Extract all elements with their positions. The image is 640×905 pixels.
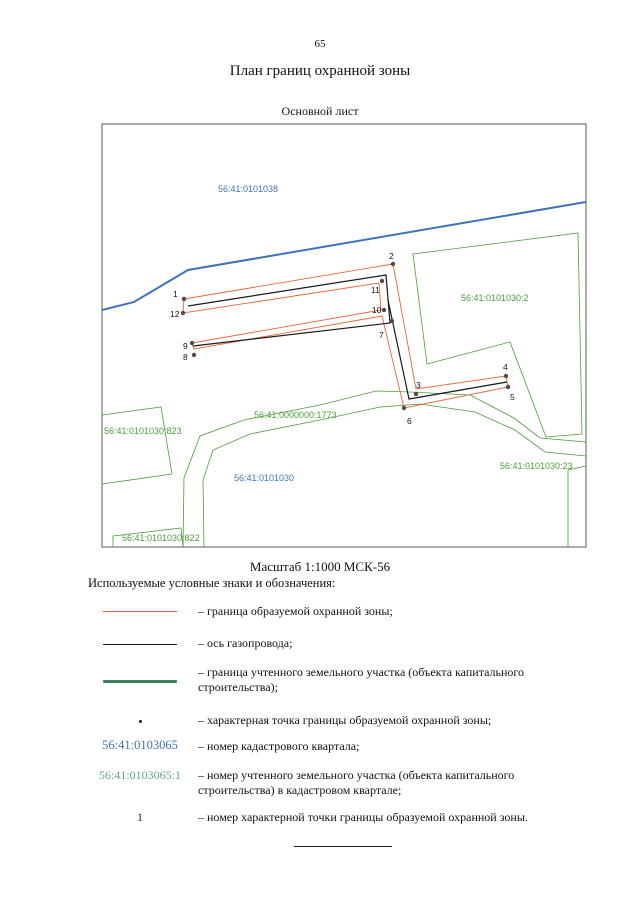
legend-symbol-green-line — [95, 680, 185, 683]
page-subtitle: Основной лист — [281, 104, 359, 118]
zone-boundary — [182, 263, 509, 409]
point-number: 9 — [183, 341, 188, 351]
legend-text: – номер кадастрового квартала; — [198, 739, 360, 753]
point-number: 11 — [371, 285, 380, 295]
point-number: 2 — [389, 251, 394, 261]
pipeline-axis — [187, 274, 391, 347]
legend-text: – ось газопровода; — [198, 636, 293, 650]
legend-text: – характерная точка границы образуемой о… — [198, 713, 492, 727]
quarter-label: 56:41:0101030 — [234, 473, 294, 483]
point-number: 1 — [173, 289, 178, 299]
footer-divider — [294, 846, 392, 847]
point-number: 4 — [503, 362, 508, 372]
characteristic-points — [180, 261, 511, 411]
quarter-label: 56:41:0101038 — [218, 184, 278, 194]
parcel-boundary-1773-inner — [202, 403, 586, 547]
legend-symbol-red-line — [95, 611, 185, 612]
legend-title: Используемые условные знаки и обозначени… — [88, 576, 336, 590]
point-number: 7 — [379, 330, 384, 340]
point-number: 10 — [372, 305, 382, 315]
parcel-boundary-822 — [112, 527, 184, 547]
parcel-label: 56:41:0000000:1773 — [254, 410, 337, 420]
legend-symbol-parcel-number: 56:41:0103065:1 — [98, 768, 181, 782]
page-title: План границ охранной зоны — [229, 63, 411, 79]
legend-text: – граница учтенного земельного участка (… — [198, 665, 525, 694]
legend-text: – номер характерной точки границы образу… — [198, 810, 528, 824]
pipeline-axis-branch — [387, 299, 508, 400]
parcel-boundary-2 — [412, 232, 583, 438]
parcel-boundary-23 — [567, 465, 586, 547]
point-number: 3 — [416, 380, 421, 390]
map-frame — [101, 123, 587, 548]
legend-symbol-dot — [95, 720, 185, 723]
point-number: 5 — [510, 392, 515, 402]
parcel-label: 56:41:0101030:23 — [500, 461, 573, 471]
page-number: 65 — [314, 38, 326, 50]
parcel-boundary-1773-outer — [182, 390, 586, 547]
legend-symbol-quarter-number: 56:41:0103065 — [102, 738, 178, 752]
parcel-label: 56:41:0101030:823 — [104, 426, 182, 436]
legend-symbol-point-number: 1 — [137, 810, 143, 824]
parcel-boundary-823 — [102, 406, 173, 485]
point-number: 6 — [407, 416, 412, 426]
legend-text: – граница образуемой охранной зоны; — [198, 604, 393, 618]
legend-text: – номер учтенного земельного участка (об… — [198, 768, 515, 797]
scale-caption: Масштаб 1:1000 МСК-56 — [249, 559, 391, 574]
quarter-boundary — [102, 201, 586, 311]
point-number: 8 — [183, 352, 188, 362]
legend-symbol-black-line — [95, 644, 185, 645]
parcel-label: 56:41:0101030:2 — [461, 293, 529, 303]
point-number: 12 — [170, 309, 180, 319]
parcel-label: 56:41:0101030:822 — [122, 533, 200, 543]
